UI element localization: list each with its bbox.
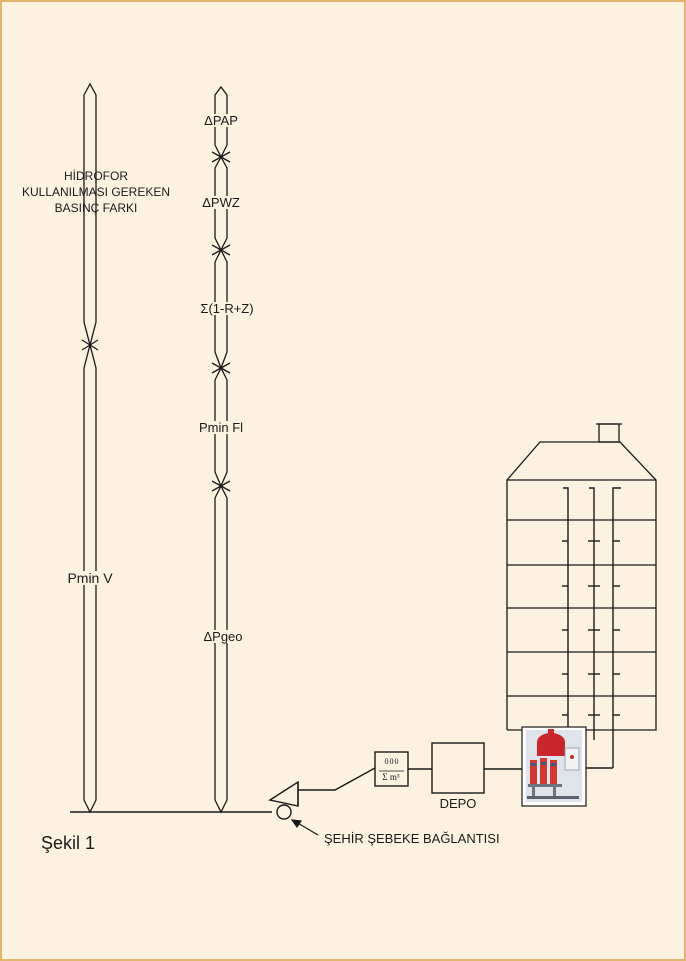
meter-unit-text: Σ m³ xyxy=(382,773,399,782)
hydrophore-pump-unit xyxy=(522,727,586,806)
tank-label: DEPO xyxy=(440,797,477,810)
segment-label-pmin-fl: Pmin Fl xyxy=(198,421,244,434)
segment-label-dpwz: ΔPWZ xyxy=(201,196,241,209)
city-connection-label: ŞEHİR ŞEBEKE BAĞLANTISI xyxy=(324,832,500,845)
pmin-v-label: Pmin V xyxy=(66,571,113,585)
figure-caption: Şekil 1 xyxy=(41,834,95,852)
storage-tank xyxy=(432,743,484,793)
segment-label-sum: Σ(1-R+Z) xyxy=(199,302,254,315)
segment-label-dpgeo: ΔPgeo xyxy=(202,630,243,643)
meter-counter-text: 000 xyxy=(385,758,400,766)
segment-label-dpap: ΔPAP xyxy=(203,114,239,127)
hidrofor-pressure-label: HİDROFOR KULLANILMASI GEREKEN BASINÇ FAR… xyxy=(22,168,170,216)
